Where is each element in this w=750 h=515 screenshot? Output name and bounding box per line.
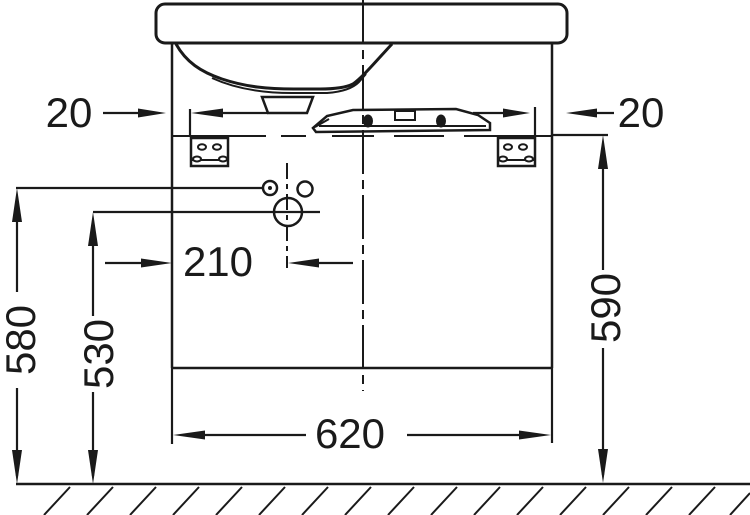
ground-hatching (43, 486, 750, 515)
connection-hole-left-dot (268, 186, 272, 190)
basin-bowl-inner-line (211, 73, 367, 94)
dim-cabinet-width: 620 (170, 368, 554, 457)
bracket-slot (518, 143, 528, 151)
dim-overhang-right: 20 (473, 89, 664, 136)
bracket-slot (192, 155, 202, 163)
bracket-slot (503, 143, 513, 151)
dim-height-drain-center: 530 (75, 210, 320, 484)
dim-label-620: 620 (315, 410, 385, 457)
bracket-slot (498, 155, 508, 163)
wall-bracket-right (496, 136, 537, 168)
basin-rim-profile (154, 2, 569, 45)
bracket-slot (197, 143, 207, 151)
dim-label-590: 590 (582, 273, 629, 343)
trap-screw-knob (436, 114, 446, 128)
washbasin (154, 2, 569, 115)
dim-label-20-right: 20 (618, 89, 665, 136)
trap-screw-knob (363, 114, 373, 128)
dim-height-carcass-bottom: 590 (552, 133, 629, 483)
wall-bracket-left (189, 136, 230, 168)
drain-trap-cover (311, 107, 492, 134)
dim-label-580: 580 (0, 305, 44, 375)
dim-label-530: 530 (75, 319, 122, 389)
dim-drain-offset: 210 (105, 238, 353, 285)
bracket-slot (212, 143, 222, 151)
bracket-slot (524, 155, 534, 163)
dim-label-210: 210 (183, 238, 253, 285)
trap-cover-notch (394, 110, 416, 121)
bracket-slot (218, 155, 228, 163)
dim-label-20-left: 20 (46, 89, 93, 136)
dim-overhang-left: 20 (46, 89, 268, 136)
centerlines (286, 0, 364, 391)
basin-bowl-outline (174, 42, 394, 91)
connection-hole-right (296, 180, 314, 198)
floor-line (16, 482, 750, 515)
dim-height-back-connection: 580 (0, 186, 263, 484)
basin-drain-flange (260, 95, 315, 115)
